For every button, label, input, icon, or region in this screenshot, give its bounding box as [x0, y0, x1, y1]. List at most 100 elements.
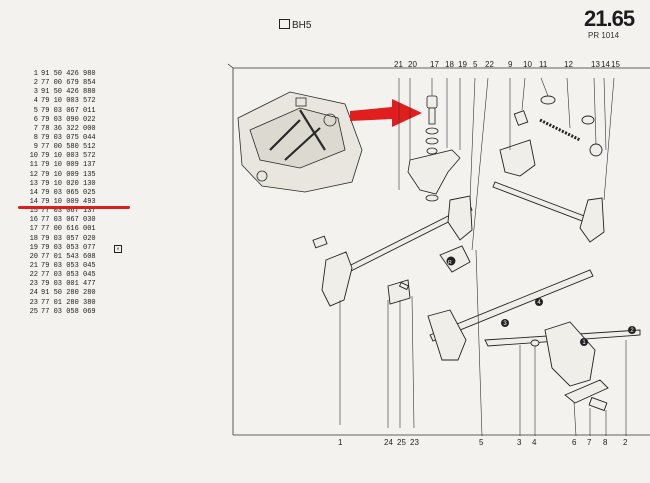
part-index: 18: [29, 234, 38, 243]
part-reference: 79 03 001 477: [41, 280, 96, 289]
part-reference: 77 00 616 001: [41, 225, 96, 234]
section-code: BH5: [279, 19, 311, 31]
part-reference: 79 03 065 025: [41, 188, 96, 197]
highlight-underline: [18, 206, 130, 209]
part-reference: 77 03 067 030: [41, 216, 96, 225]
callout-top-20: 20: [408, 60, 417, 69]
part-index: 17: [29, 225, 38, 234]
callout-bottom-24: 24: [384, 438, 393, 447]
part-reference: 91 50 280 280: [41, 289, 96, 298]
part-index: 3: [33, 88, 38, 97]
red-arrow: [350, 99, 422, 127]
callout-bottom-1: 1: [338, 438, 343, 447]
part-reference: 77 03 058 069: [41, 307, 96, 316]
part-index: 22: [29, 271, 38, 280]
callout-top-14: 14: [601, 60, 610, 69]
callout-top-10: 10: [523, 60, 532, 69]
part-reference: 77 03 053 045: [41, 271, 96, 280]
circled-r: R: [448, 260, 452, 266]
part-index: 19: [29, 243, 38, 252]
callout-top-12: 12: [564, 60, 573, 69]
part-reference: 79 03 053 045: [41, 261, 96, 270]
part-index: 20: [29, 252, 38, 261]
callout-top-22: 22: [485, 60, 494, 69]
callout-top-19: 19: [458, 60, 467, 69]
circled-2: 2: [630, 328, 634, 334]
part-reference: 77 01 543 608: [41, 252, 96, 261]
part-reference: 77 00 679 854: [41, 79, 96, 88]
part-index: 10: [29, 152, 38, 161]
part-reference: 77 01 280 380: [41, 298, 96, 307]
callout-bottom-6: 6: [572, 438, 577, 447]
circled-1: 1: [582, 340, 586, 346]
page-code: PR 1014: [588, 31, 620, 40]
part-reference: 79 03 053 077: [41, 243, 96, 252]
part-index: 5: [33, 106, 38, 115]
part-reference: 79 10 009 137: [41, 161, 96, 170]
part-index: 1: [33, 70, 38, 78]
part-index: 25: [29, 307, 38, 316]
part-reference: 91 50 426 880: [41, 88, 96, 97]
part-reference: 77 00 580 512: [41, 143, 96, 152]
part-index: 6: [33, 115, 38, 124]
circled-4: 4: [537, 300, 541, 306]
circled-3: 3: [503, 321, 507, 327]
callout-bottom-25: 25: [397, 438, 406, 447]
callout-top-13: 13: [591, 60, 600, 69]
callout-bottom-2: 2: [623, 438, 628, 447]
part-index: 7: [33, 124, 38, 133]
part-reference: 79 03 090 022: [41, 115, 96, 124]
part-index: 13: [29, 179, 38, 188]
part-reference: 79 03 075 044: [41, 133, 96, 142]
callout-top-9: 9: [508, 60, 513, 69]
part-index: 9: [33, 143, 38, 152]
part-reference: 79 10 020 130: [41, 179, 96, 188]
part-reference: 78 36 322 000: [41, 124, 96, 133]
callout-bottom-7: 7: [587, 438, 592, 447]
part-index: 14: [29, 188, 38, 197]
callout-bottom-8: 8: [603, 438, 608, 447]
callout-top-21: 21: [394, 60, 403, 69]
cross-box-icon: ✕: [114, 244, 122, 253]
part-index: 8: [33, 133, 38, 142]
callout-bottom-5: 5: [479, 438, 484, 447]
part-reference: 79 10 009 135: [41, 170, 96, 179]
part-reference: 79 10 009 493: [41, 197, 96, 206]
part-index: 16: [29, 216, 38, 225]
page-number: 21.65: [584, 6, 635, 31]
part-index: 23: [29, 298, 38, 307]
part-reference: 79 03 067 011: [41, 106, 96, 115]
part-index: 15: [29, 207, 38, 216]
part-reference: 91 50 426 980: [41, 70, 96, 78]
part-index: 14: [29, 197, 38, 206]
part-index: 4: [33, 97, 38, 106]
section-code-text: BH5: [292, 20, 312, 31]
book-icon: [279, 19, 290, 29]
part-index: 24: [29, 289, 38, 298]
part-reference: 77 03 067 137: [41, 207, 96, 216]
callout-bottom-4: 4: [532, 438, 537, 447]
part-index: 23: [29, 280, 38, 289]
